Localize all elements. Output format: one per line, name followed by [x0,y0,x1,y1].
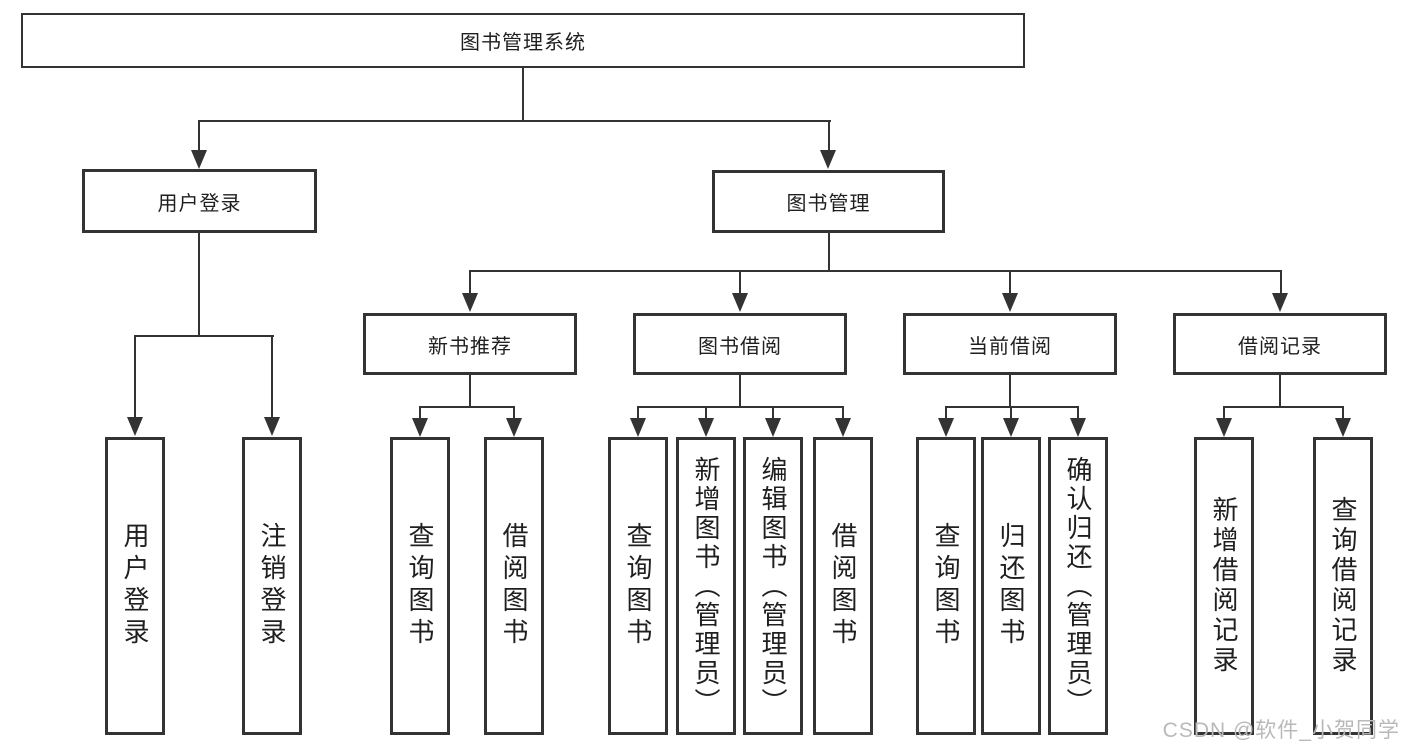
connector-line [1342,406,1344,419]
node-label: 图书管理 [786,193,871,215]
connector-line [945,406,947,419]
connector-line [1223,406,1344,408]
connector-line [1223,406,1225,419]
node-root-label: 图书管理系统 [460,32,586,54]
connector-line [134,335,136,417]
node-label: 用户登录 [157,192,242,215]
connector-line [828,233,830,271]
node-borrowing-records: 借阅记录 [1173,313,1387,375]
connector-line [419,406,421,419]
node-current-borrowing: 当前借阅 [903,313,1117,375]
leaf-label: 查询图书 [405,522,435,650]
leaf-label: 借阅图书 [499,522,529,650]
arrowhead-icon [412,418,428,437]
arrowhead-icon [765,418,781,437]
leaf-label: 借阅图书 [828,522,858,650]
connector-line [469,270,1282,272]
connector-line [1010,406,1012,419]
leaf-add-borrow-record: 新增借阅记录 [1194,437,1254,735]
csdn-watermark: CSDN @软件_小贺同学 [1162,719,1400,742]
connector-line [637,406,844,408]
leaf-label: 确认归还（管理员） [1063,455,1093,717]
node-user-login: 用户登录 [82,169,317,233]
connector-line [772,406,774,419]
arrowhead-icon [1002,293,1018,312]
arrowhead-icon [1216,418,1232,437]
leaf-label: 查询图书 [931,522,961,650]
connector-line [469,270,471,294]
node-new-book-recommendation: 新书推荐 [363,313,577,375]
leaf-label: 归还图书 [996,522,1026,650]
connector-line [1009,375,1011,408]
connector-line [522,68,524,120]
arrowhead-icon [732,293,748,312]
connector-line [739,270,741,294]
arrowhead-icon [506,418,522,437]
connector-line [828,120,830,150]
connector-line [134,335,274,337]
arrowhead-icon [630,418,646,437]
connector-line [1280,270,1282,294]
leaf-label: 编辑图书（管理员） [758,455,788,717]
leaf-label: 查询图书 [623,522,653,650]
leaf-user-login: 用户登录 [105,437,165,735]
connector-line [198,233,200,337]
leaf-label: 新增图书（管理员） [691,455,721,717]
arrowhead-icon [1272,293,1288,312]
node-label: 当前借阅 [968,335,1052,358]
leaf-borrow-books-recommend: 借阅图书 [484,437,544,735]
connector-line [198,120,831,122]
connector-line [271,335,273,417]
connector-line [1279,375,1281,408]
connector-line [842,406,844,419]
leaf-query-borrow-record: 查询借阅记录 [1313,437,1373,735]
arrowhead-icon [462,293,478,312]
node-book-borrowing: 图书借阅 [633,313,847,375]
arrowhead-icon [835,418,851,437]
connector-line [469,375,471,408]
leaf-label: 查询借阅记录 [1328,496,1358,676]
leaf-borrow-books: 借阅图书 [813,437,873,735]
leaf-label: 新增借阅记录 [1209,496,1239,676]
node-root: 图书管理系统 [21,13,1025,68]
arrowhead-icon [127,417,143,436]
arrowhead-icon [264,417,280,436]
leaf-edit-books-admin: 编辑图书（管理员） [743,437,803,735]
leaf-add-books-admin: 新增图书（管理员） [676,437,736,735]
connector-line [945,406,1079,408]
node-book-management: 图书管理 [712,170,945,233]
arrowhead-icon [938,418,954,437]
leaf-return-books: 归还图书 [981,437,1041,735]
connector-line [419,406,515,408]
arrowhead-icon [820,150,836,169]
leaf-confirm-return-admin: 确认归还（管理员） [1048,437,1108,735]
node-label: 图书借阅 [698,335,782,358]
connector-line [198,120,200,150]
arrowhead-icon [698,418,714,437]
leaf-query-books-current: 查询图书 [916,437,976,735]
arrowhead-icon [1335,418,1351,437]
leaf-logout: 注销登录 [242,437,302,735]
arrowhead-icon [191,150,207,169]
leaf-label: 用户登录 [120,522,150,650]
connector-line [705,406,707,419]
arrowhead-icon [1003,418,1019,437]
node-label: 新书推荐 [428,335,512,358]
connector-line [739,375,741,408]
connector-line [637,406,639,419]
leaf-query-books-recommend: 查询图书 [390,437,450,735]
connector-line [1009,270,1011,294]
leaf-query-books-borrowing: 查询图书 [608,437,668,735]
connector-line [513,406,515,419]
node-label: 借阅记录 [1238,335,1322,358]
leaf-label: 注销登录 [257,522,287,650]
arrowhead-icon [1070,418,1086,437]
connector-line [1077,406,1079,419]
